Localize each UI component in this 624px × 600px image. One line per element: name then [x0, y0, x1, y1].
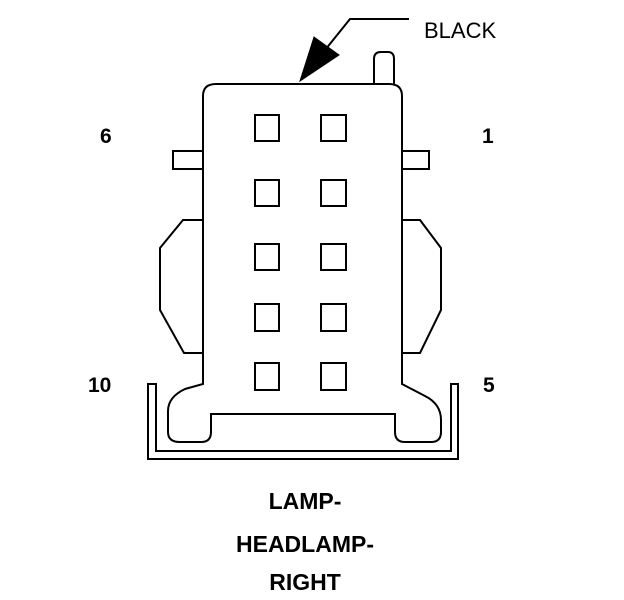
caption-line-2: HEADLAMP-: [236, 531, 374, 557]
caption-line-3: RIGHT: [269, 569, 341, 595]
cavity: [254, 243, 280, 271]
wire-color-label: BLACK: [424, 18, 497, 43]
cavity-grid: [254, 114, 347, 391]
cavity: [320, 303, 347, 332]
pin-label-bottom-left: 10: [88, 374, 112, 397]
right-side-tab: [401, 150, 430, 170]
cavity: [320, 114, 347, 142]
pin-label-top-left: 6: [100, 125, 112, 148]
pin-label-bottom-right: 5: [483, 374, 495, 397]
connector-bracket: [147, 383, 459, 460]
lock-tab: [373, 51, 395, 90]
left-latch-wing: [159, 219, 203, 354]
left-side-tab: [172, 150, 205, 170]
cavity: [320, 243, 347, 271]
right-latch-wing: [402, 219, 442, 354]
connector-body: [167, 83, 442, 443]
leader-line: [316, 18, 409, 61]
cavity: [254, 114, 280, 142]
cavity: [254, 303, 280, 332]
cavity: [254, 179, 280, 207]
pin-label-top-right: 1: [482, 125, 494, 148]
cavity: [254, 362, 280, 391]
caption-line-1: LAMP-: [268, 488, 342, 514]
cavity: [320, 179, 347, 207]
leader-arrowhead: [299, 36, 340, 83]
cavity: [320, 362, 347, 391]
